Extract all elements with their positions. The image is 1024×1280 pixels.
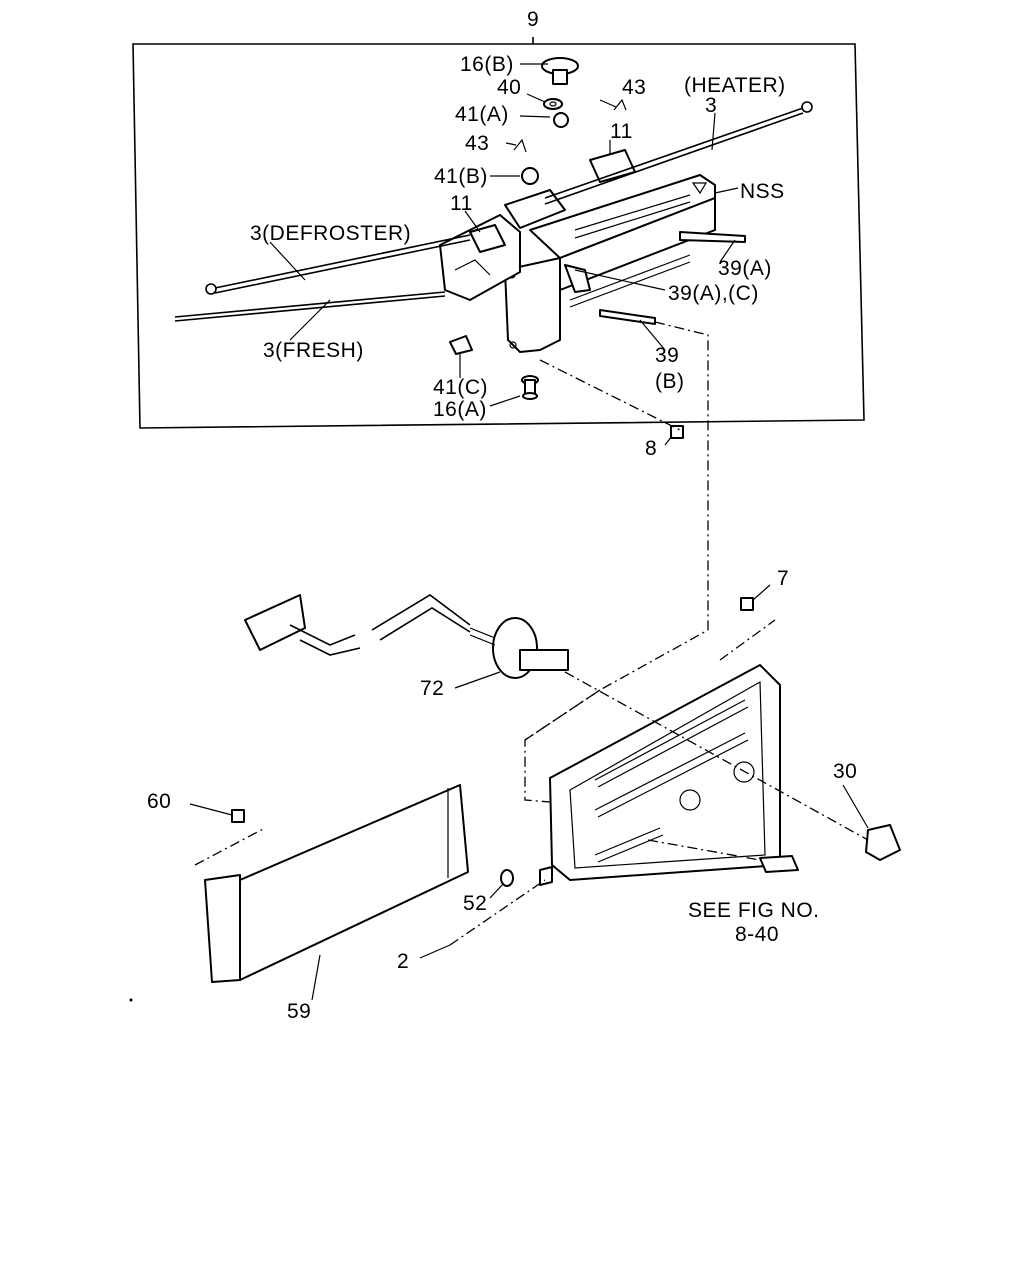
blower-switch-harness-72 bbox=[244, 594, 569, 679]
callout-see-fig-line1: SEE FIG NO. bbox=[688, 899, 820, 922]
callout-11-lower: 11 bbox=[450, 192, 473, 215]
callout-43-lower: 43 bbox=[465, 132, 489, 155]
assembly-9-frame bbox=[132, 37, 865, 429]
callout-40: 40 bbox=[497, 76, 521, 99]
callout-labels: 9 16(B) 40 43 41(A) 43 11 (HEATER) 3 41(… bbox=[147, 8, 857, 1023]
callout-39ac: 39(A),(C) bbox=[668, 282, 759, 305]
callout-3-defroster: 3(DEFROSTER) bbox=[250, 222, 411, 245]
leader-lines bbox=[189, 63, 869, 1001]
callout-59: 59 bbox=[287, 1000, 311, 1023]
callout-39: 39 bbox=[655, 344, 679, 367]
callout-heater-label: (HEATER) bbox=[684, 74, 786, 97]
callout-3-fresh: 3(FRESH) bbox=[263, 339, 364, 362]
callout-8: 8 bbox=[645, 437, 657, 460]
small-hardware bbox=[231, 57, 754, 823]
callout-41b: 41(B) bbox=[434, 165, 488, 188]
callout-11-upper: 11 bbox=[610, 120, 633, 143]
callout-30: 30 bbox=[833, 760, 857, 783]
bulb-52-and-bracket-2 bbox=[500, 866, 553, 887]
callout-72: 72 bbox=[420, 677, 444, 700]
callout-52: 52 bbox=[463, 892, 487, 915]
callout-39b-sub: (B) bbox=[655, 370, 685, 393]
callout-2: 2 bbox=[397, 950, 409, 973]
callout-39a: 39(A) bbox=[718, 257, 772, 280]
callout-see-fig-line2: 8-40 bbox=[735, 923, 779, 946]
callout-43-upper: 43 bbox=[622, 76, 646, 99]
callout-41a: 41(A) bbox=[455, 103, 509, 126]
alignment-lines bbox=[194, 321, 869, 946]
callout-16a: 16(A) bbox=[433, 398, 487, 421]
reference-tag bbox=[759, 855, 799, 873]
callout-9: 9 bbox=[527, 8, 539, 31]
knob-30 bbox=[865, 824, 901, 861]
callout-16b: 16(B) bbox=[460, 53, 514, 76]
control-bracket-assembly bbox=[439, 149, 746, 353]
callout-nss: NSS bbox=[740, 180, 785, 203]
callout-41c: 41(C) bbox=[433, 376, 488, 399]
callout-7: 7 bbox=[777, 567, 789, 590]
cover-plate-59 bbox=[204, 784, 469, 983]
callout-3-heater: 3 bbox=[705, 94, 717, 117]
stray-dot bbox=[129, 998, 133, 1002]
control-cables bbox=[174, 101, 813, 322]
callout-60: 60 bbox=[147, 790, 171, 813]
